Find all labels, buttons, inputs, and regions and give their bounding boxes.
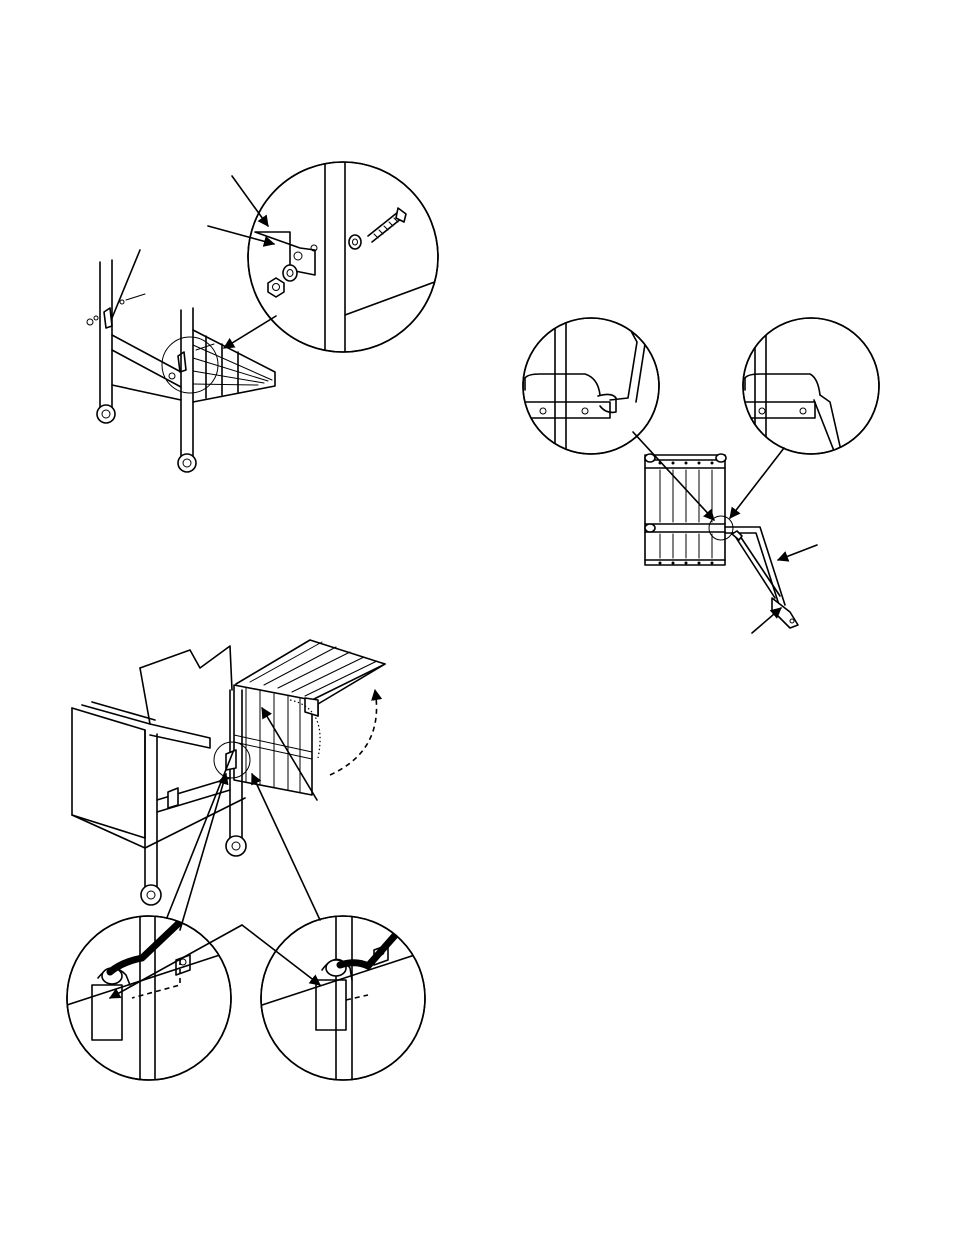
- leader-arrow: [232, 176, 268, 226]
- rack-assembly: [645, 454, 798, 628]
- leader-arrow: [224, 316, 276, 348]
- figure-trash-rack-hook-detail: [523, 318, 879, 633]
- detail-inset-latch-right: [261, 915, 430, 1085]
- figure-side-shelf-attachment: [87, 150, 440, 472]
- caster-wheel: [178, 454, 196, 472]
- detail-inset-hook-left: [523, 318, 659, 455]
- leader-arrow: [160, 752, 233, 935]
- leader-arrow: [112, 250, 140, 318]
- caster-wheel: [226, 836, 246, 856]
- detail-inset-hook-right: [743, 318, 879, 456]
- leader-arrow: [778, 545, 817, 560]
- detail-inset-latch-left: [67, 915, 235, 1085]
- grill-body: [72, 646, 245, 890]
- leader-arrow: [730, 448, 784, 518]
- detail-inset-bolt: [248, 150, 440, 360]
- hardware-small: [87, 294, 214, 379]
- folding-rack-panel: [234, 640, 385, 795]
- detail-circle-small: [162, 337, 218, 393]
- leader-arrow: [252, 774, 320, 920]
- caster-wheel: [97, 405, 115, 423]
- leader-arrow: [752, 608, 781, 633]
- rotation-arrow: [330, 690, 377, 775]
- figure-folding-shelf-latch: [67, 640, 430, 1085]
- cart-frame: [100, 260, 275, 458]
- caster-wheel: [141, 885, 161, 905]
